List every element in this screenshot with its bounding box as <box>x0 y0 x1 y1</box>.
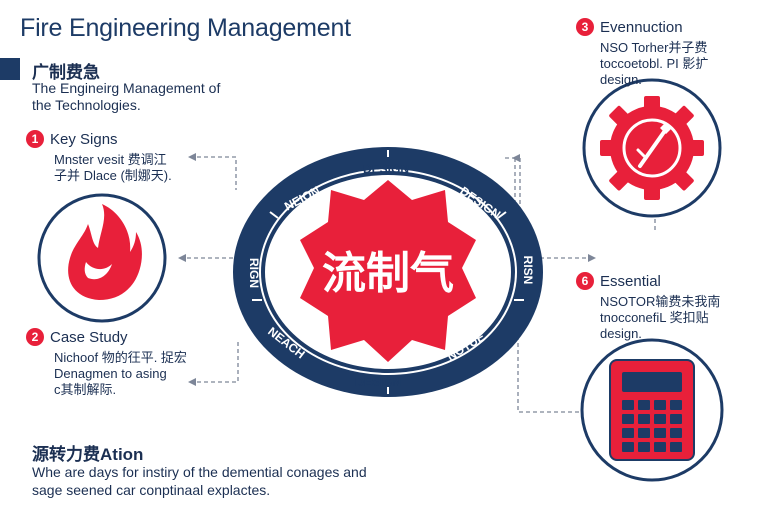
section-subtitle: 广制费急 <box>32 63 100 82</box>
center-diagram <box>233 147 543 397</box>
right-item-3-heading: 3 Evennuction <box>576 18 708 36</box>
right-item-6-title: Essential <box>600 273 661 290</box>
left-item-2-text: Nichoof 物的彺平. 捉宏 Denagmen to asing c其制解际… <box>54 350 187 398</box>
intro-text: The Engineirg Management of the Technolo… <box>32 80 221 113</box>
step-badge-2: 2 <box>26 328 44 346</box>
left-item-1-heading: 1 Key Signs <box>26 130 172 148</box>
ring-label-right: RISN <box>521 256 535 285</box>
footer-heading: 源转力费Ation <box>32 445 144 464</box>
right-item-3-line-1: NSO Torher并子费 <box>600 40 708 55</box>
left-item-1: 1 Key Signs Mnster vesit 费调江 子并 Dlace (制娜… <box>26 130 172 184</box>
right-item-3-text: NSO Torher并子费 toccoetobl. PI 影扩 design. <box>600 40 708 88</box>
right-item-3-title: Evennuction <box>600 19 683 36</box>
left-item-1-title: Key Signs <box>50 131 118 148</box>
accent-bar <box>0 58 20 80</box>
right-item-6-line-2: tnocconefiL 奖扣贴 <box>600 310 709 325</box>
ring-label-top: DESIGN <box>363 162 409 176</box>
left-item-2: 2 Case Study Nichoof 物的彺平. 捉宏 Denagmen to… <box>26 328 187 398</box>
step-badge-1: 1 <box>26 130 44 148</box>
left-item-2-heading: 2 Case Study <box>26 328 187 346</box>
left-item-2-title: Case Study <box>50 329 128 346</box>
right-item-6-line-1: NSOTOR输费未我南 <box>600 294 721 309</box>
gear-tool-icon <box>582 78 722 218</box>
right-item-6-line-3: design. <box>600 326 642 341</box>
right-item-6-text: NSOTOR输费未我南 tnocconefiL 奖扣贴 design. <box>600 294 720 342</box>
right-item-3-line-2: toccoetobl. PI 影扩 <box>600 56 709 71</box>
right-item-6: 6 Essential NSOTOR输费未我南 tnocconefiL 奖扣贴 d… <box>576 272 720 342</box>
footer-text: Whe are days for instiry of the dementia… <box>32 464 367 498</box>
left-item-2-line-3: c其制解际. <box>54 382 117 397</box>
center-gear-shape <box>300 180 476 362</box>
flame-icon <box>37 193 167 323</box>
left-item-1-line-1: Mnster vesit 费调江 <box>54 152 167 167</box>
calculator-icon <box>580 338 724 482</box>
step-badge-6: 6 <box>576 272 594 290</box>
right-item-6-heading: 6 Essential <box>576 272 720 290</box>
right-item-3-line-3: design. <box>600 72 642 87</box>
right-item-3: 3 Evennuction NSO Torher并子费 toccoetobl. P… <box>576 18 708 88</box>
center-label: 流制气 <box>322 248 454 299</box>
left-item-1-line-2: 子并 Dlace (制娜天). <box>54 168 172 183</box>
page-title: Fire Engineering Management <box>20 14 351 42</box>
ring-label-left: RIGN <box>247 258 261 288</box>
left-item-1-text: Mnster vesit 费调江 子并 Dlace (制娜天). <box>54 152 172 184</box>
left-item-2-line-1: Nichoof 物的彺平. 捉宏 <box>54 350 187 365</box>
step-badge-3: 3 <box>576 18 594 36</box>
ring-label-bottom: DESIGN <box>355 375 401 389</box>
left-item-2-line-2: Denagmen to asing <box>54 366 167 381</box>
